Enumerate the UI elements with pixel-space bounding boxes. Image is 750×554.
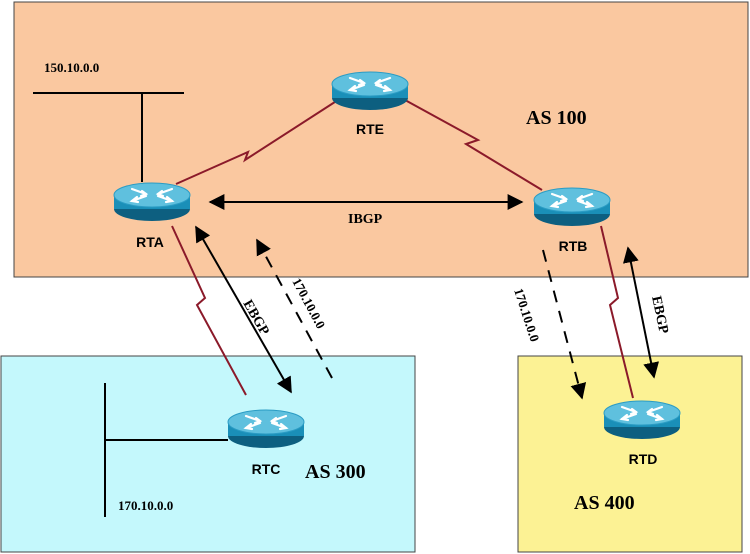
as300-region: [0, 355, 416, 553]
router-label-rta: RTA: [136, 234, 164, 250]
ibgp-label: IBGP: [348, 212, 383, 227]
as100-region: [13, 1, 749, 278]
serial-link-rtb-rtd: [600, 225, 634, 399]
as100-label: AS 100: [526, 107, 587, 129]
net-170-label: 170.10.0.0: [118, 498, 173, 513]
route-update-arrow-rtc-rta: [256, 238, 333, 379]
ebgp-arrow-rtb-rtd: [623, 246, 659, 379]
router-rtd[interactable]: [602, 399, 682, 441]
ebgp-arrow-rta-rtc: [195, 225, 292, 394]
route-update-arrow-rtb-rtd: [542, 249, 587, 400]
net-150-label: 150.10.0.0: [44, 60, 99, 75]
router-label-rtc: RTC: [252, 461, 281, 477]
as300-label: AS 300: [305, 461, 366, 483]
router-rtb[interactable]: [532, 186, 612, 228]
ebgp-label-rtb-rtd: EBGP: [648, 295, 671, 336]
route-update-label-rtc-rta: 170.10.0.0: [289, 275, 328, 331]
router-label-rte: RTE: [356, 121, 384, 137]
route-update-label-rtb-rtd: 170.10.0.0: [511, 286, 542, 343]
router-label-rtd: RTD: [629, 451, 658, 467]
router-label-rtb: RTB: [559, 238, 588, 254]
serial-link-rta-rte: [175, 99, 339, 185]
router-rtc[interactable]: [226, 408, 306, 450]
as400-label: AS 400: [574, 492, 635, 514]
router-rte[interactable]: [330, 70, 410, 112]
ebgp-label-rta-rtc: EBGP: [240, 298, 272, 339]
router-rta[interactable]: [112, 181, 192, 223]
serial-link-rte-rtb: [404, 99, 543, 191]
